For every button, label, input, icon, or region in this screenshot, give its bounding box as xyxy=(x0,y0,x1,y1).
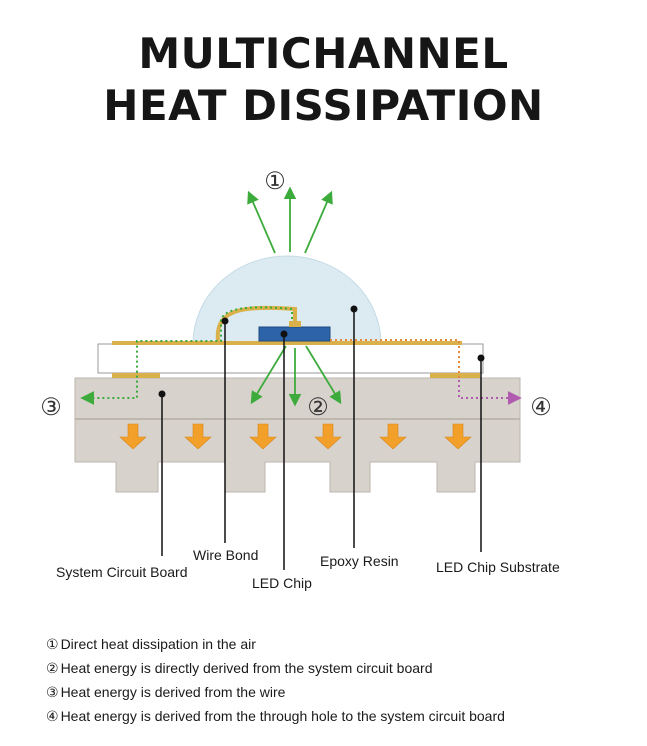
heat-arrow-5 xyxy=(379,423,407,450)
label-led-chip: LED Chip xyxy=(252,575,312,591)
legend-text-2: Heat energy is directly derived from the… xyxy=(60,660,433,676)
legend-text-3: Heat energy is derived from the wire xyxy=(60,684,286,700)
system-circuit-board-shape xyxy=(74,377,521,493)
label-epoxy-resin: Epoxy Resin xyxy=(320,553,399,569)
path-1-arrows xyxy=(247,186,333,254)
led-chip-shape xyxy=(258,326,331,342)
label-wire-bond: Wire Bond xyxy=(193,547,258,563)
path-4-magenta-dotted xyxy=(458,380,522,405)
title-line-1: MULTICHANNEL xyxy=(138,29,509,78)
heat-arrow-1 xyxy=(119,423,147,450)
path-3-dotted xyxy=(80,306,293,405)
pointer-dots xyxy=(158,305,485,398)
label-system-circuit-board: System Circuit Board xyxy=(56,564,187,580)
left-solder-pad xyxy=(112,373,160,378)
title-line-2: HEAT DISSIPATION xyxy=(103,81,544,130)
legend-num-2: ② xyxy=(46,661,59,677)
path-2-arrows xyxy=(250,345,342,407)
heat-flow-arrows xyxy=(119,423,472,450)
legend-num-3: ③ xyxy=(46,685,59,701)
right-solder-pad xyxy=(430,373,480,378)
epoxy-resin-dome xyxy=(192,255,382,345)
label-led-chip-substrate: LED Chip Substrate xyxy=(436,559,560,575)
legend-text-4: Heat energy is derived from the through … xyxy=(60,708,505,724)
heat-arrow-6 xyxy=(444,423,472,450)
led-chip-substrate-plate xyxy=(97,343,484,374)
heat-arrow-2 xyxy=(184,423,212,450)
diagram-title: MULTICHANNEL HEAT DISSIPATION xyxy=(0,28,647,132)
pointer-lines xyxy=(161,309,482,570)
heat-arrow-3 xyxy=(249,423,277,450)
top-gold-pad xyxy=(112,341,462,345)
marker-1: ① xyxy=(264,167,286,195)
legend-text-1: Direct heat dissipation in the air xyxy=(60,636,256,652)
chip-bond-pad xyxy=(289,321,301,327)
legend-num-4: ④ xyxy=(46,709,59,725)
legend-num-1: ① xyxy=(46,637,59,653)
marker-3: ③ xyxy=(40,393,62,421)
marker-4: ④ xyxy=(530,393,552,421)
marker-2: ② xyxy=(307,393,329,421)
heat-arrow-4 xyxy=(314,423,342,450)
